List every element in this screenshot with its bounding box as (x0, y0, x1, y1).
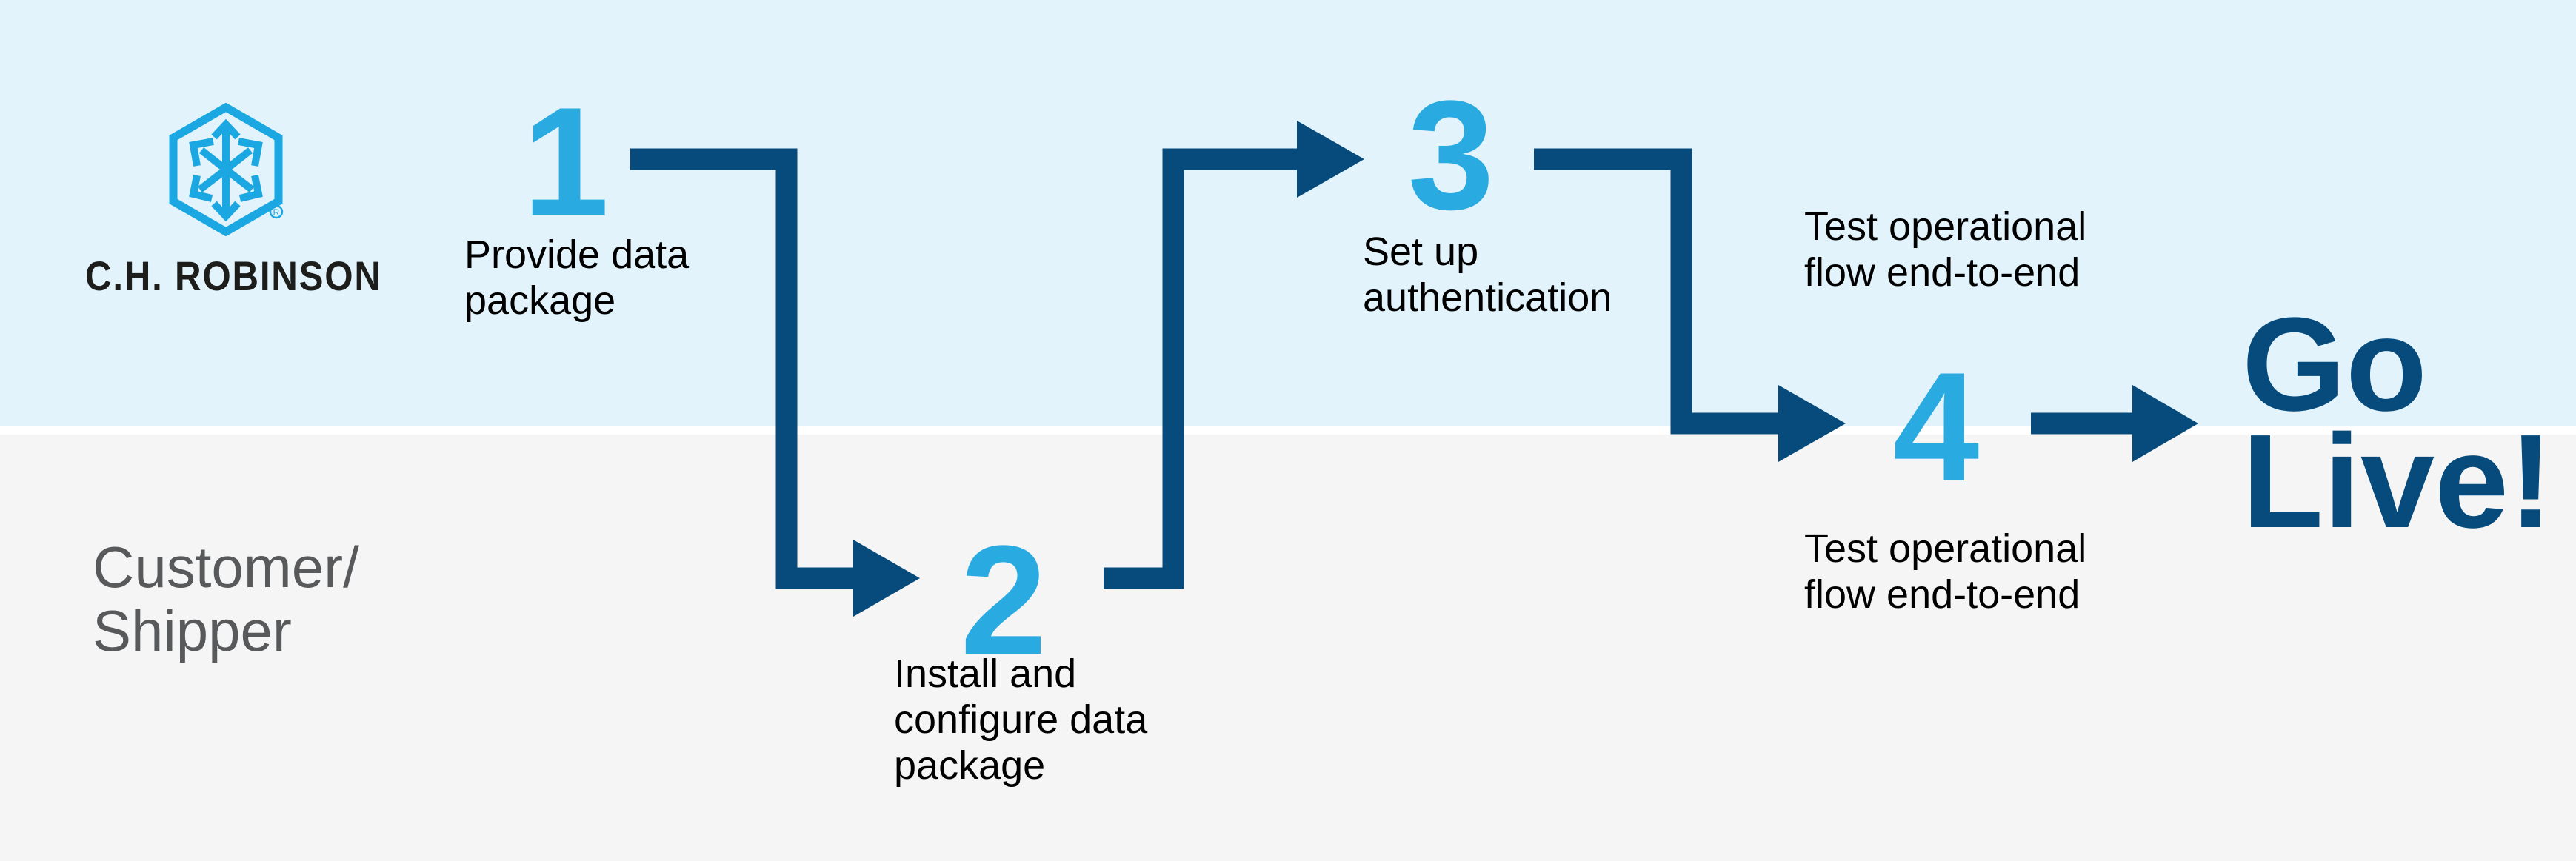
step-1-number: 1 (522, 75, 610, 249)
label-line: flow end-to-end (1804, 572, 2081, 617)
label-line: Provide data (464, 232, 690, 277)
label-line: authentication (1363, 275, 1612, 320)
chrobinson-logo: R C.H. ROBINSON (85, 103, 396, 303)
step-3-label: Set up authentication (1363, 229, 1612, 321)
label-line: Install and (894, 651, 1077, 696)
go-live-line: Go (2242, 290, 2427, 439)
connector-arrow-3-to-4 (1534, 148, 1846, 462)
step-1-label: Provide data package (464, 232, 689, 324)
step-4-label-customer: Test operational flow end-to-end (1804, 526, 2086, 617)
go-live-label: Go Live! (2242, 290, 2554, 556)
svg-text:R: R (273, 207, 280, 218)
lane-label-customer-shipper: Customer/ Shipper (93, 535, 359, 663)
step-4-number: 4 (1892, 340, 1980, 514)
company-wordmark: C.H. ROBINSON (85, 252, 382, 299)
label-line: package (464, 278, 616, 323)
label-line: Set up (1363, 230, 1479, 274)
label-line: package (894, 743, 1046, 788)
lane-divider (0, 426, 2576, 435)
label-line: Test operational (1804, 526, 2087, 571)
step-2-number: 2 (960, 513, 1047, 687)
lane-chrobinson (0, 0, 2576, 426)
hexagon-cube-arrows-icon: R (169, 103, 284, 236)
label-line: flow end-to-end (1804, 250, 2081, 295)
label-line: configure data (894, 697, 1148, 742)
step-4-label-chrobinson: Test operational flow end-to-end (1804, 204, 2086, 295)
lane-label-line: Customer/ (93, 535, 359, 600)
lane-customer (0, 435, 2576, 861)
step-3-number: 3 (1407, 68, 1495, 242)
go-live-line: Live! (2242, 407, 2554, 556)
label-line: Test operational (1804, 204, 2087, 249)
step-2-label: Install and configure data package (894, 651, 1147, 788)
connector-arrow-1-to-2 (630, 148, 920, 617)
lane-label-line: Shipper (93, 598, 292, 663)
connector-arrow-2-to-3 (1104, 121, 1364, 589)
connector-arrow-4-to-golive (2031, 385, 2198, 462)
